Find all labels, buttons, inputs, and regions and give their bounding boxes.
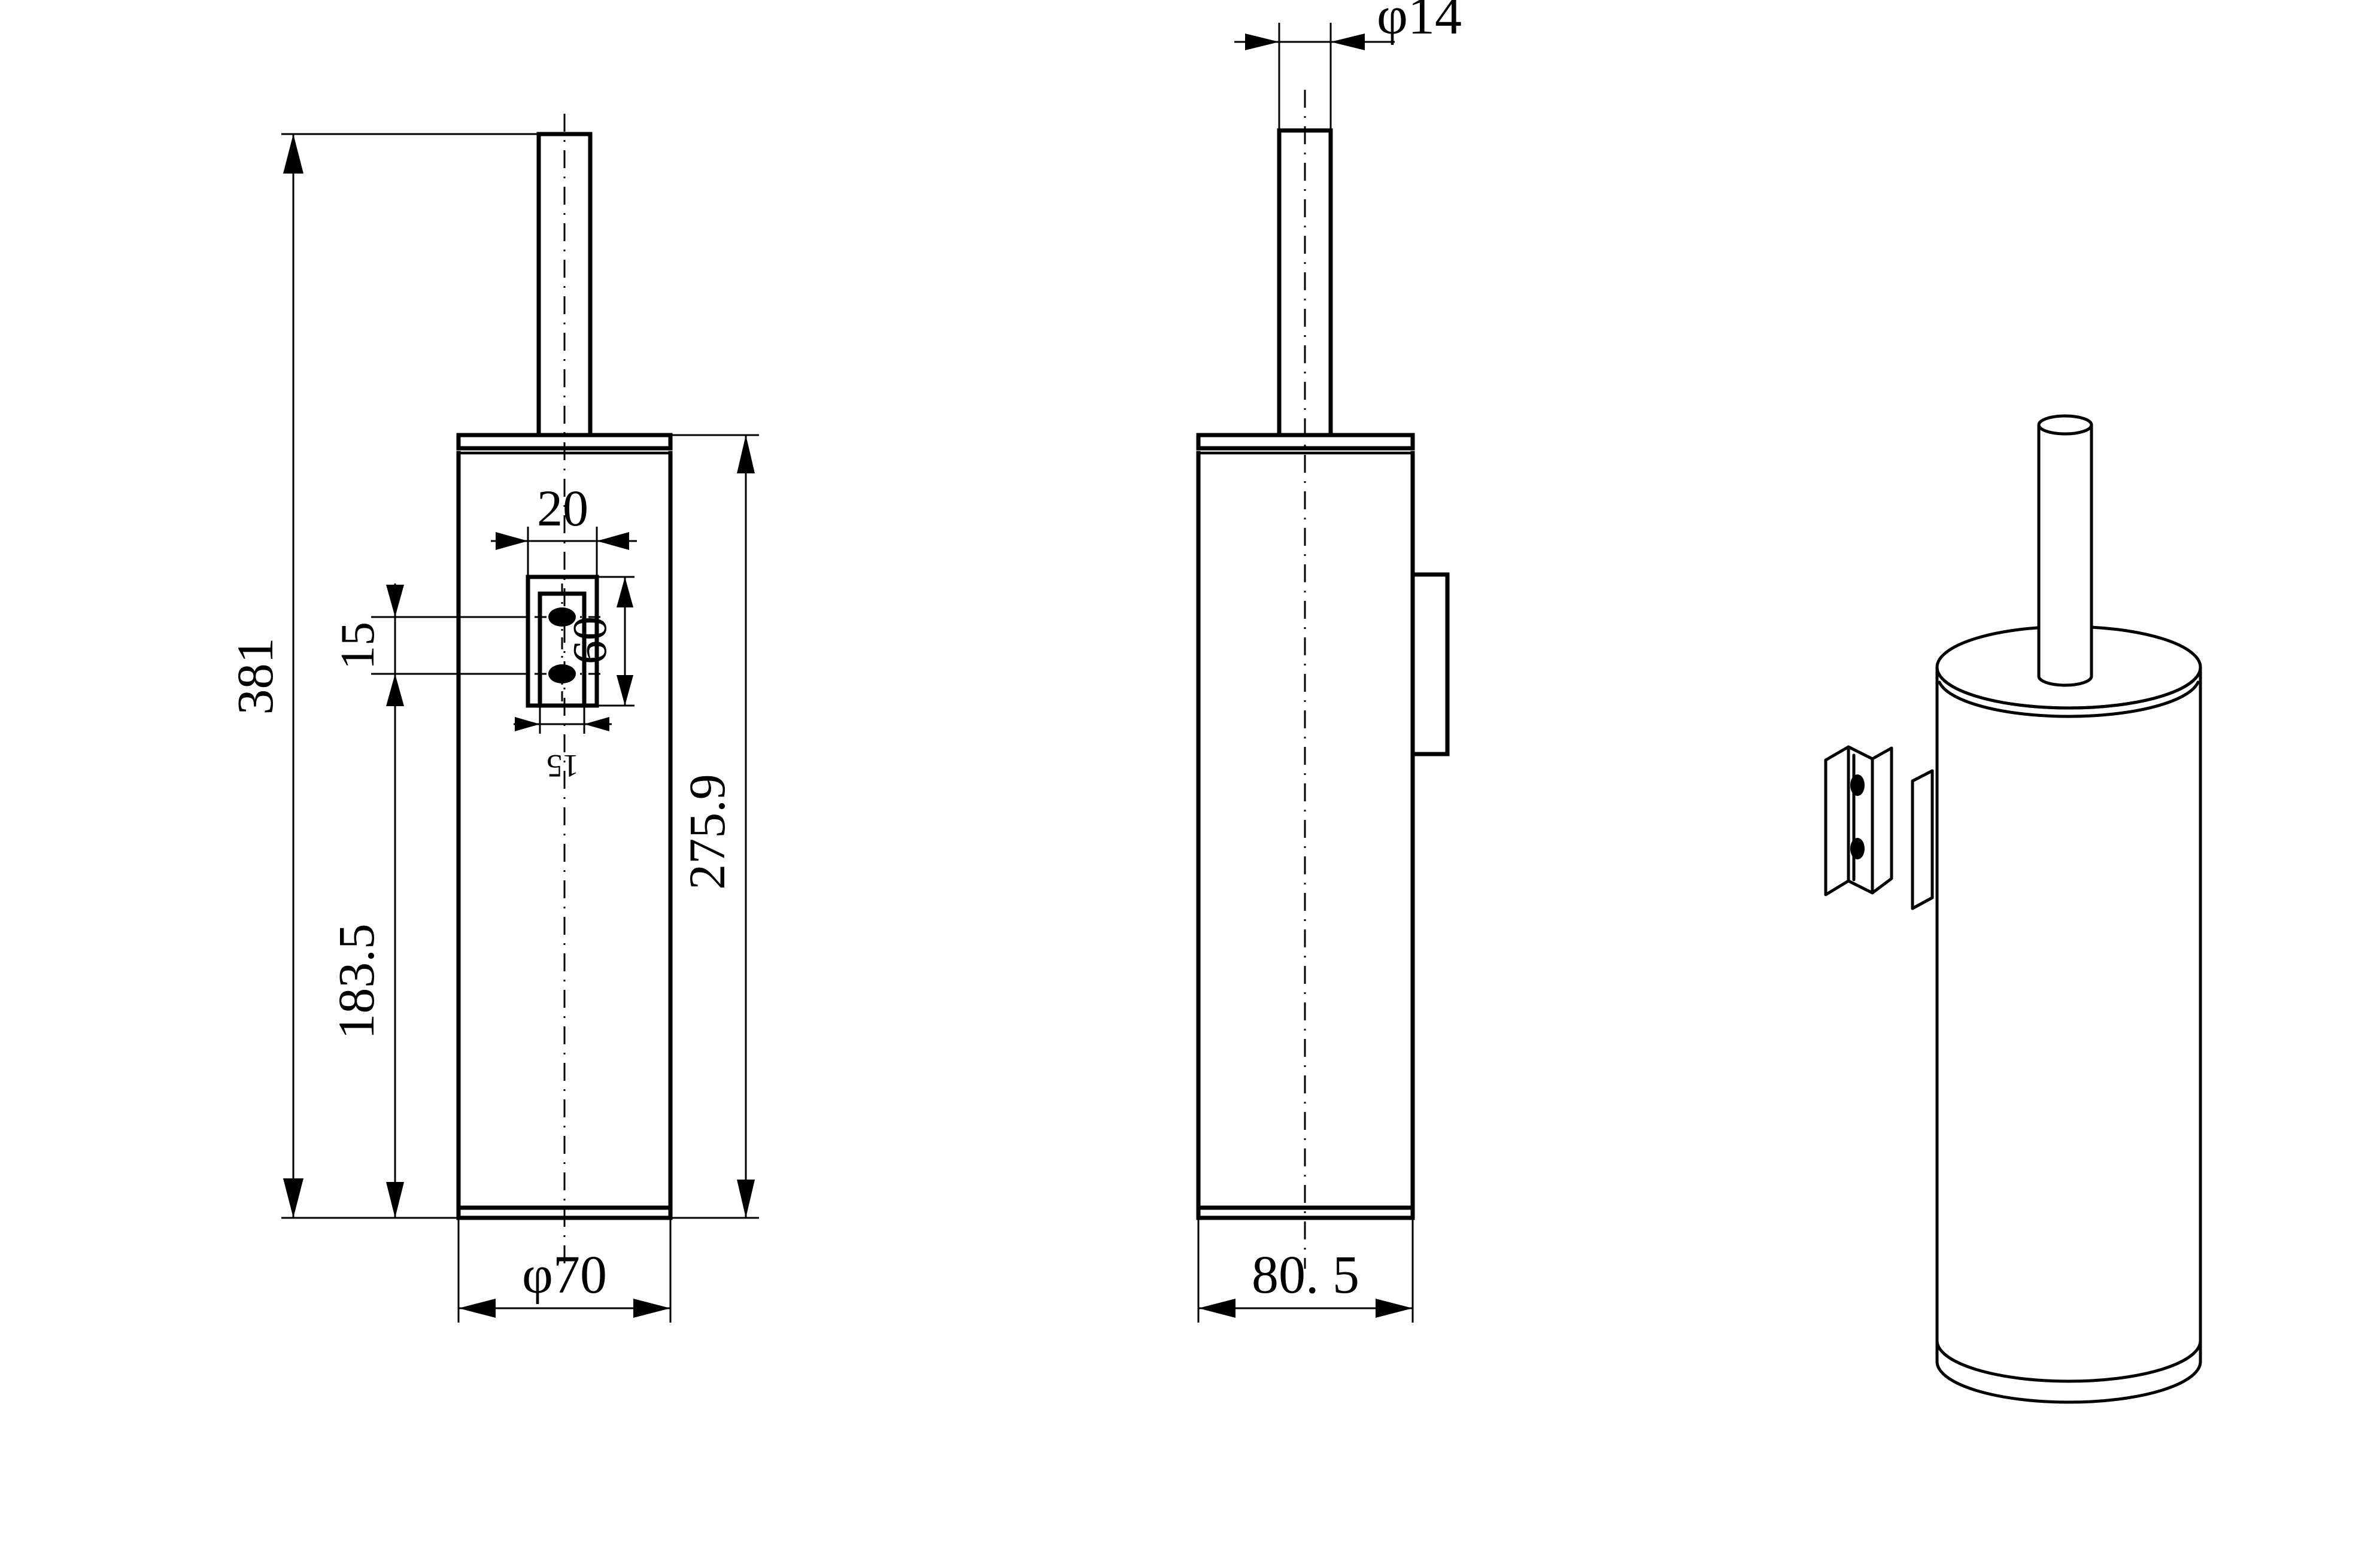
dimension-hole-spacing: 15 (332, 583, 527, 709)
handle-rod-side (1277, 128, 1333, 437)
dimension-text-phi14: φ14 (1377, 0, 1462, 45)
lid-band-side (1196, 433, 1415, 455)
dimension-text-183-5: 183.5 (327, 923, 385, 1040)
dimension-text-15-spacing: 15 (332, 622, 384, 670)
dimension-text-60: 60 (564, 616, 617, 664)
mounting-rail-side (1410, 572, 1450, 756)
dimension-text-15-slot: 15 (547, 748, 579, 784)
isometric-3d-view (1824, 414, 2202, 1404)
dimension-body-diameter: φ70 (457, 1218, 672, 1323)
container-body-front (456, 451, 673, 1220)
container-body-iso (1935, 665, 2202, 1404)
side-elevation-view: φ14 80. 5 (1196, 0, 1462, 1323)
wall-bracket-iso (1824, 745, 1893, 896)
dimension-bracket-to-bottom: 183.5 (327, 674, 459, 1219)
handle-rod-front (536, 132, 593, 437)
dimension-body-height: 275.9 (670, 434, 759, 1219)
handle-rod-iso (2037, 414, 2093, 687)
lid-band-front (456, 433, 673, 455)
dimension-text-phi70: φ70 (522, 1245, 607, 1305)
dimension-text-275-9: 275.9 (678, 774, 736, 890)
dimension-text-381: 381 (226, 638, 284, 715)
dimension-bracket-width: 20 (491, 479, 637, 583)
dimension-side-depth: 80. 5 (1197, 1218, 1414, 1323)
dimension-handle-diameter: φ14 (1234, 0, 1462, 130)
dimension-slot-width: 15 (514, 706, 612, 784)
dimension-text-20: 20 (537, 479, 588, 537)
wall-bracket-front (508, 575, 605, 708)
mounting-rail-iso (1911, 769, 1934, 910)
dimension-overall-height: 381 (226, 133, 539, 1219)
dimension-bracket-height: 60 (564, 576, 635, 707)
dimension-text-80-5: 80. 5 (1252, 1245, 1359, 1305)
front-elevation-view: 381 15 183.5 (226, 114, 759, 1323)
